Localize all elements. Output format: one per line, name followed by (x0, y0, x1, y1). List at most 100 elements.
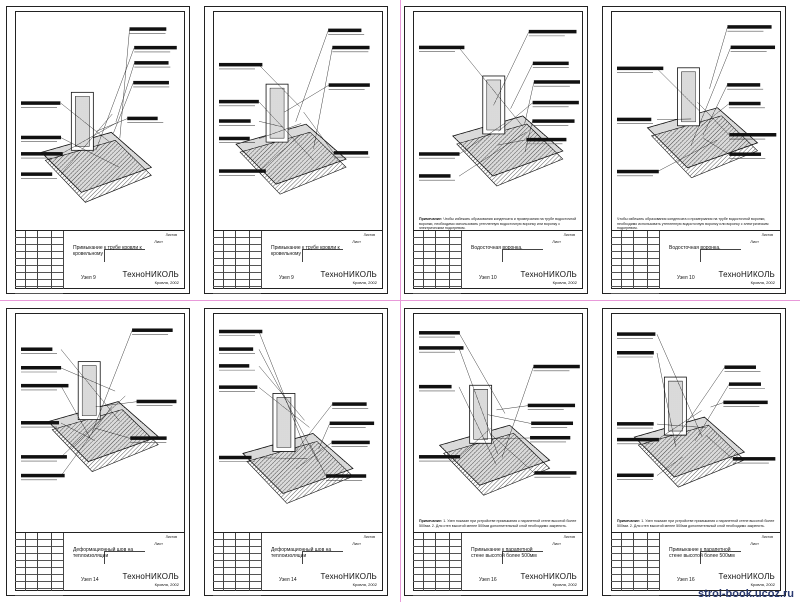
construction-detail-drawing (617, 332, 776, 488)
sheet-note: Примечание: 1. Узел показан при устройст… (419, 519, 579, 528)
construction-detail-drawing (219, 329, 375, 504)
title-block-grid (413, 231, 461, 294)
brand-name: ТехноНИКОЛЬ (718, 572, 775, 581)
grid-line (235, 533, 236, 591)
sheet-title: Водосточная воронка. (471, 245, 523, 251)
sheet-title: Примыкание к трубе кровли к кровельному (271, 245, 340, 257)
grid-line (659, 533, 660, 591)
sheet-title: Деформационный шов на теплоизоляции (271, 547, 332, 559)
title-block-cell (700, 551, 741, 564)
title-block-grid (611, 533, 659, 596)
brand-subtitle: Кровля, 2002 (552, 582, 577, 587)
sheets-count-label: Листов (363, 535, 375, 539)
sheet-frame (611, 11, 781, 289)
sheet-frame (213, 313, 383, 591)
grid-line (435, 533, 436, 591)
node-number: Узел 10 (677, 275, 695, 281)
sheet-frame (15, 11, 185, 289)
sheets-count-label: Листов (761, 233, 773, 237)
sheet-label: Лист (750, 541, 759, 546)
grid-line (51, 533, 52, 591)
sheet-label: Лист (154, 541, 163, 546)
grid-line (435, 231, 436, 289)
note-text: 1. Узел показан при устройстве примыкани… (419, 519, 577, 528)
gutter-line-horizontal (0, 300, 800, 301)
sheets-count-label: Листов (563, 535, 575, 539)
drawing-sheet: Примечание: 1. Узел показан при устройст… (602, 308, 786, 596)
grid-line (37, 231, 38, 289)
watermark: stroi-book.ucoz.ru (698, 588, 794, 600)
sheet-note: Примечание: 1. Узел показан при устройст… (617, 519, 777, 528)
grid-line (223, 231, 224, 289)
sheet-title: Примыкание к парапетной стене высотой бо… (669, 547, 735, 559)
title-block-grid (611, 231, 659, 294)
brand-name: ТехноНИКОЛЬ (718, 270, 775, 279)
sheet-label: Лист (352, 541, 361, 546)
brand-subtitle: Кровля, 2002 (154, 280, 179, 285)
sheet-label: Лист (352, 239, 361, 244)
sheets-count-label: Листов (761, 535, 773, 539)
grid-line (37, 533, 38, 591)
grid-line (633, 231, 634, 289)
brand-subtitle: Кровля, 2002 (750, 582, 775, 587)
note-title: Примечание: (419, 217, 443, 221)
grid-line (449, 533, 450, 591)
sheet-label: Лист (552, 239, 561, 244)
note-text: 1. Узел показан при устройстве примыкани… (617, 519, 775, 528)
sheets-count-label: Листов (165, 535, 177, 539)
node-number: Узел 9 (81, 275, 96, 281)
sheet-frame (611, 313, 781, 591)
grid-line (25, 231, 26, 289)
sheet-label: Лист (750, 239, 759, 244)
sheet-frame (413, 11, 583, 289)
node-number: Узел 16 (677, 577, 695, 583)
gutter-line-vertical (400, 0, 401, 602)
construction-detail-drawing (419, 29, 581, 187)
brand-name: ТехноНИКОЛЬ (122, 270, 179, 279)
title-block: Примыкание к парапетной стене высотой бо… (611, 532, 781, 596)
sheets-count-label: Листов (563, 233, 575, 237)
brand-name: ТехноНИКОЛЬ (122, 572, 179, 581)
title-block-cell (302, 551, 343, 564)
node-number: Узел 16 (479, 577, 497, 583)
grid-line (235, 231, 236, 289)
node-number: Узел 9 (279, 275, 294, 281)
sheet-note: Чтобы избежать образования конденсата и … (617, 217, 777, 231)
title-block-grid (15, 533, 63, 596)
title-block-grid (213, 231, 261, 294)
brand-name: ТехноНИКОЛЬ (520, 572, 577, 581)
sheets-count-label: Листов (363, 233, 375, 237)
drawing-sheet: Примечание: Чтобы избежать образования к… (404, 6, 588, 294)
drawing-sheet: Чтобы избежать образования конденсата и … (602, 6, 786, 294)
grid-line (249, 231, 250, 289)
sheet-label: Лист (154, 239, 163, 244)
title-block-cell (302, 249, 343, 262)
title-block-grid (413, 533, 461, 596)
note-text: Чтобы избежать образования конденсата и … (617, 217, 769, 231)
grid-line (461, 533, 462, 591)
brand-subtitle: Кровля, 2002 (750, 280, 775, 285)
sheet-frame (213, 11, 383, 289)
brand-name: ТехноНИКОЛЬ (320, 270, 377, 279)
note-title: Примечание: (617, 519, 641, 523)
node-number: Узел 14 (81, 577, 99, 583)
title-block: Примыкание к парапетной стене высотой бо… (413, 532, 583, 596)
construction-detail-drawing (219, 28, 370, 195)
title-block-cell (502, 249, 543, 262)
title-block-grid (15, 231, 63, 294)
title-block-cell (502, 551, 543, 564)
grid-line (261, 231, 262, 289)
grid-line (461, 231, 462, 289)
grid-line (659, 231, 660, 289)
grid-line (261, 533, 262, 591)
sheet-title: Водосточная воронка. (669, 245, 721, 251)
sheet-note: Примечание: Чтобы избежать образования к… (419, 217, 579, 231)
